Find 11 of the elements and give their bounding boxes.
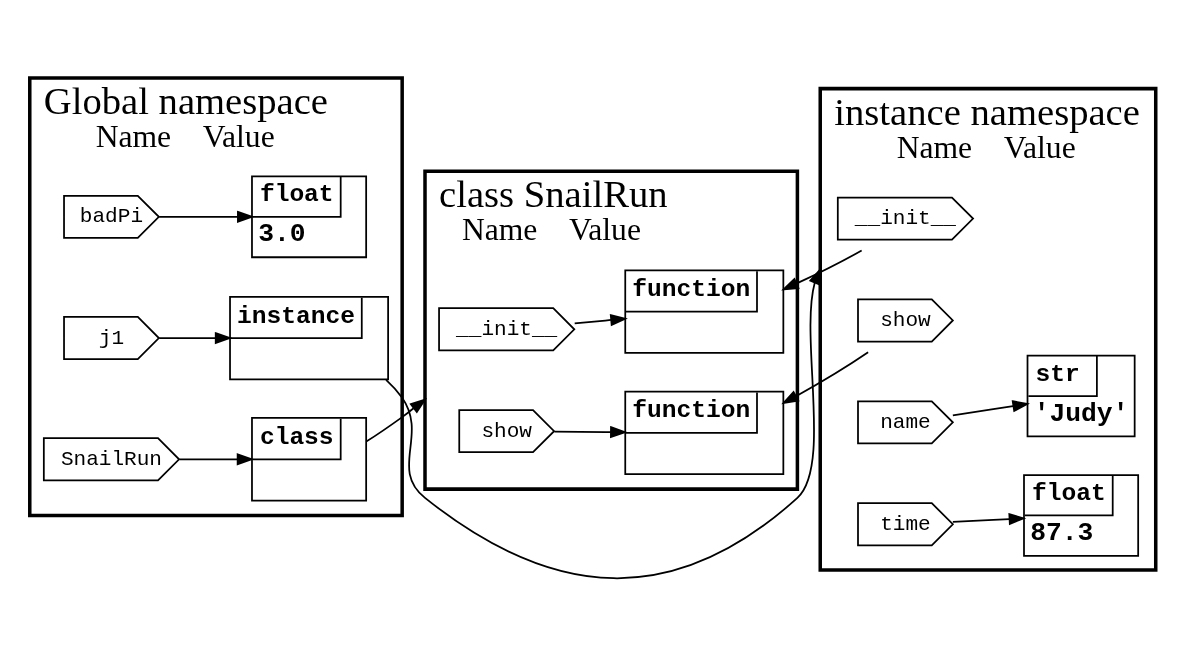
arrow [781,350,869,404]
arrow [952,512,1027,525]
arrow [553,425,628,438]
arrow [952,399,1030,416]
arrow [158,331,233,344]
arrow [178,452,255,465]
arrow [385,266,822,579]
arrow [158,210,255,223]
arrow [781,249,863,290]
arrow [573,313,628,326]
arrow [365,397,428,442]
